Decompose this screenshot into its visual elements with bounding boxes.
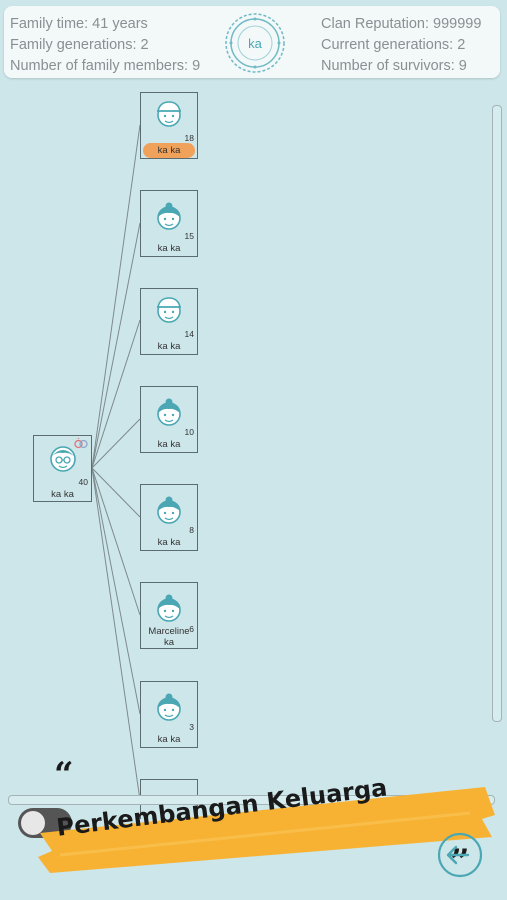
member-name: ka ka xyxy=(157,341,181,352)
selected-name-highlight xyxy=(143,143,195,158)
member-name: Marceline ka xyxy=(148,626,190,648)
current-generations-stat: Current generations: 2 xyxy=(321,37,466,53)
seal-label: ka xyxy=(248,35,262,51)
banner-brush-stroke xyxy=(38,787,495,873)
girl-bun-icon xyxy=(157,202,181,230)
family-stats-header: Family time: 41 years Family generations… xyxy=(4,6,500,78)
child-member-card[interactable]: 6 Marceline ka xyxy=(140,582,198,649)
member-age: 8 xyxy=(189,525,194,535)
girl-bun-icon xyxy=(157,496,181,524)
family-time-stat: Family time: 41 years xyxy=(10,16,148,32)
banner-close-quote: ” xyxy=(450,842,470,882)
member-name: ka ka xyxy=(157,734,181,745)
child-member-card[interactable]: 18 ka ka xyxy=(140,92,198,159)
back-arrow-icon[interactable] xyxy=(434,829,486,881)
member-age: 40 xyxy=(78,477,88,487)
child-member-card[interactable]: 14 ka ka xyxy=(140,288,198,355)
member-name: ka ka xyxy=(157,145,181,156)
family-generations-stat: Family generations: 2 xyxy=(10,37,149,53)
member-name: ka ka xyxy=(157,537,181,548)
member-age: 10 xyxy=(184,427,194,437)
member-age: 14 xyxy=(184,329,194,339)
girl-bun-icon xyxy=(157,693,181,721)
child-member-card[interactable]: 8 ka ka xyxy=(140,484,198,551)
man-glasses-icon xyxy=(49,446,76,472)
survivors-stat: Number of survivors: 9 xyxy=(321,58,467,74)
member-age: 18 xyxy=(184,133,194,143)
family-seal-icon[interactable]: ka xyxy=(222,12,288,74)
child-member-card[interactable]: 15 ka ka xyxy=(140,190,198,257)
member-name: ka ka xyxy=(157,243,181,254)
horizontal-scrollbar[interactable] xyxy=(8,795,495,805)
clan-reputation-stat: Clan Reputation: 999999 xyxy=(321,16,482,32)
member-age: 15 xyxy=(184,231,194,241)
boy-cap-icon xyxy=(157,101,181,127)
vertical-scrollbar[interactable] xyxy=(492,105,502,722)
family-members-stat: Number of family members: 9 xyxy=(10,58,201,74)
girl-bun-icon xyxy=(157,594,181,622)
girl-bun-icon xyxy=(157,398,181,426)
toggle-knob xyxy=(21,811,45,835)
member-age: 3 xyxy=(189,722,194,732)
member-name: ka ka xyxy=(157,439,181,450)
member-age: 6 xyxy=(189,624,194,634)
parent-member-card[interactable]: 40 ka ka xyxy=(33,435,92,502)
boy-cap-icon xyxy=(157,297,181,323)
member-name: ka ka xyxy=(51,489,74,500)
banner-open-quote: “ xyxy=(54,755,74,795)
child-member-card[interactable]: 3 ka ka xyxy=(140,681,198,748)
wedding-rings-icon xyxy=(74,437,88,449)
child-member-card[interactable]: 10 ka ka xyxy=(140,386,198,453)
